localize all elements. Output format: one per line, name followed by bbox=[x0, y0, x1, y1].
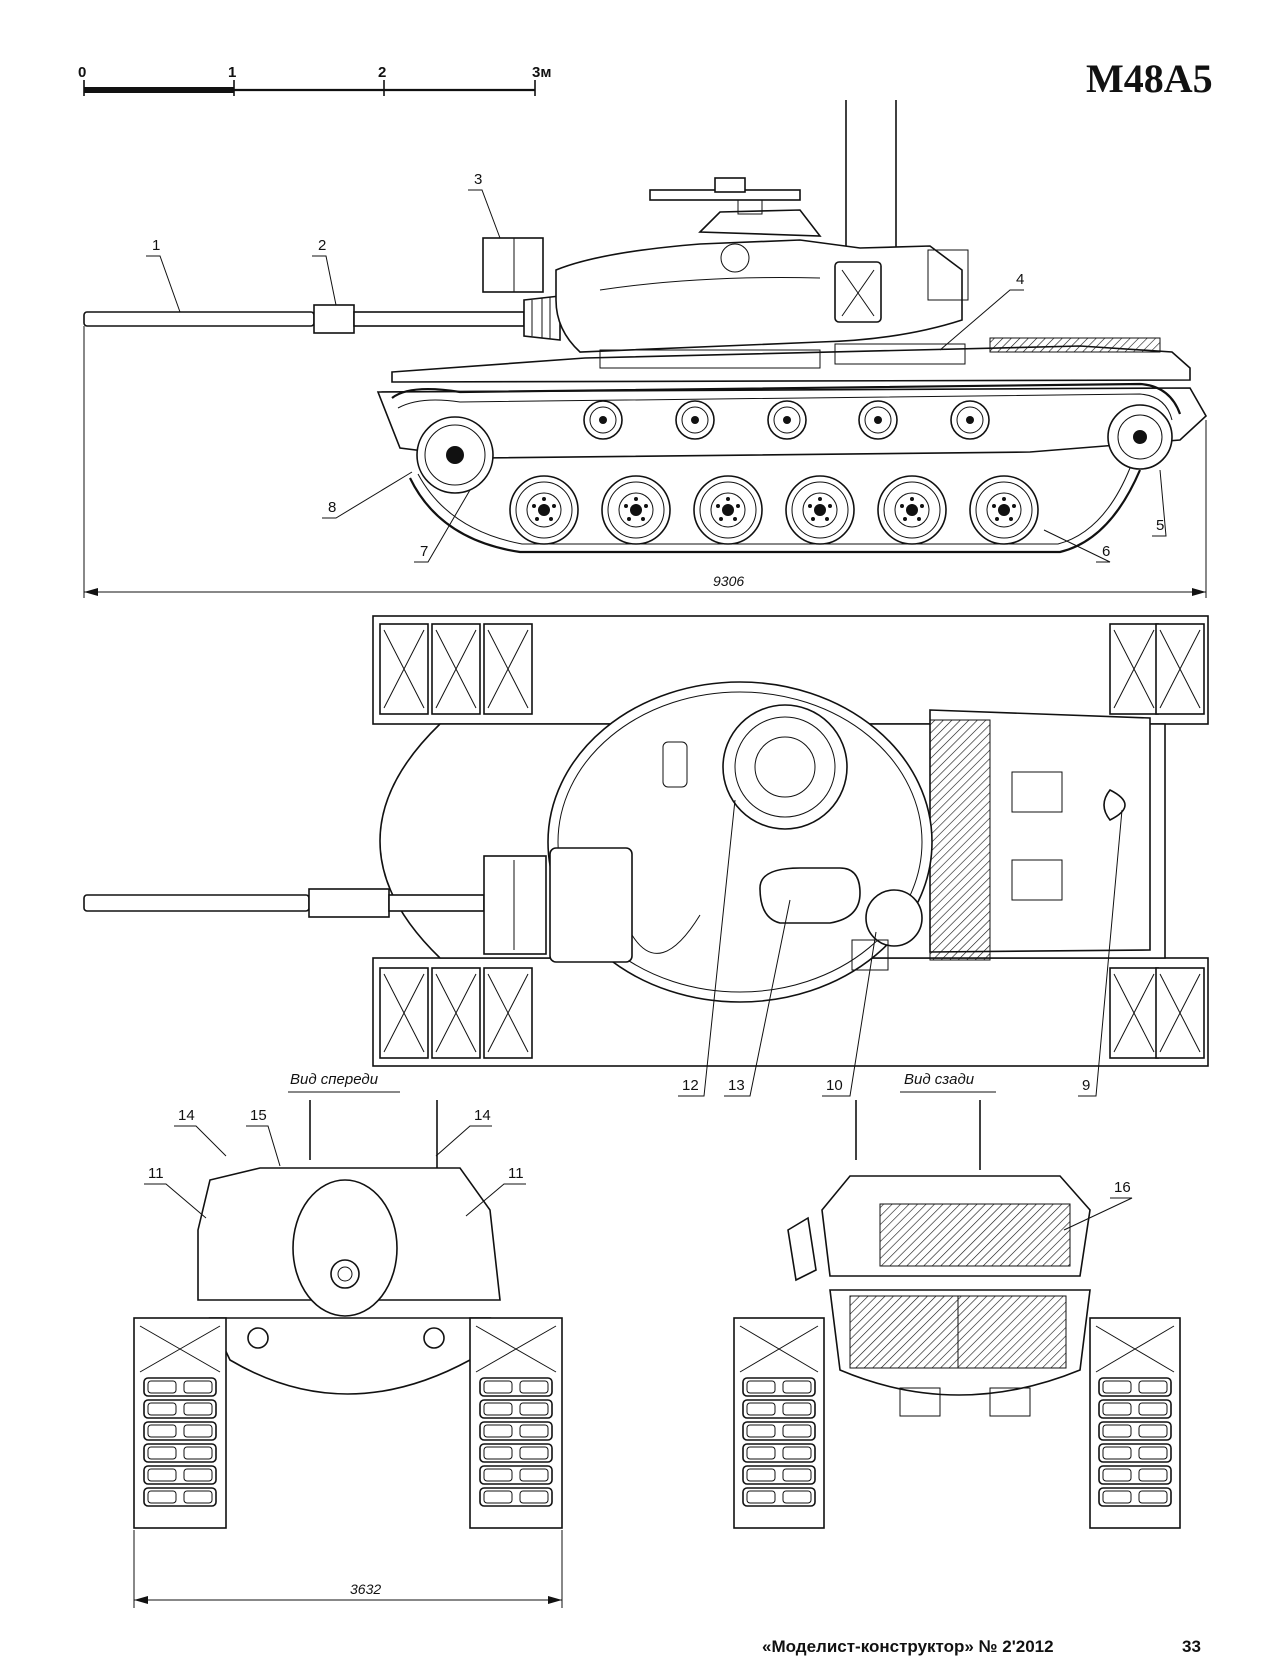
dimension-width: 3632 bbox=[350, 1581, 381, 1597]
callout-3: 3 bbox=[474, 171, 482, 188]
callout-14-left: 14 bbox=[178, 1107, 195, 1124]
callout-2: 2 bbox=[318, 237, 326, 254]
callout-14-right: 14 bbox=[474, 1107, 491, 1124]
callout-5: 5 bbox=[1156, 517, 1164, 534]
rear-view: Вид сзади bbox=[733, 1071, 1181, 1529]
scale-tick-2: 2 bbox=[378, 64, 386, 81]
front-view: Вид спереди 3632 bbox=[133, 1071, 563, 1608]
callout-1: 1 bbox=[152, 237, 160, 254]
dimension-length: 9306 bbox=[713, 573, 744, 589]
page-title: M48A5 bbox=[1086, 56, 1213, 101]
callout-10: 10 bbox=[826, 1077, 843, 1094]
scale-bar: 0 1 2 3м bbox=[78, 64, 551, 96]
top-view-callouts: 12 13 10 9 bbox=[678, 799, 1123, 1097]
callout-11-right: 11 bbox=[508, 1165, 524, 1182]
front-view-callouts: 14 15 14 11 11 bbox=[144, 1107, 526, 1219]
rear-view-caption: Вид сзади bbox=[904, 1071, 975, 1088]
callout-11-left: 11 bbox=[148, 1165, 164, 1182]
callout-15: 15 bbox=[250, 1107, 267, 1124]
side-view: 9306 bbox=[83, 100, 1208, 598]
callout-13: 13 bbox=[728, 1077, 745, 1094]
side-view-callouts: 1 2 3 4 5 6 7 8 bbox=[146, 171, 1167, 563]
callout-6: 6 bbox=[1102, 543, 1110, 560]
scale-tick-1: 1 bbox=[228, 64, 236, 81]
callout-16: 16 bbox=[1114, 1179, 1131, 1196]
callout-4: 4 bbox=[1016, 271, 1024, 288]
callout-8: 8 bbox=[328, 499, 336, 516]
footer-source: «Моделист-конструктор» № 2'2012 bbox=[762, 1637, 1054, 1656]
scale-tick-0: 0 bbox=[78, 64, 86, 81]
front-view-caption: Вид спереди bbox=[290, 1071, 379, 1088]
callout-7: 7 bbox=[420, 543, 428, 560]
top-view bbox=[83, 615, 1209, 1067]
rear-view-callouts: 16 bbox=[1063, 1179, 1133, 1231]
callout-9: 9 bbox=[1082, 1077, 1090, 1094]
scale-tick-3: 3м bbox=[532, 64, 551, 81]
callout-12: 12 bbox=[682, 1077, 699, 1094]
page-number: 33 bbox=[1182, 1637, 1201, 1656]
